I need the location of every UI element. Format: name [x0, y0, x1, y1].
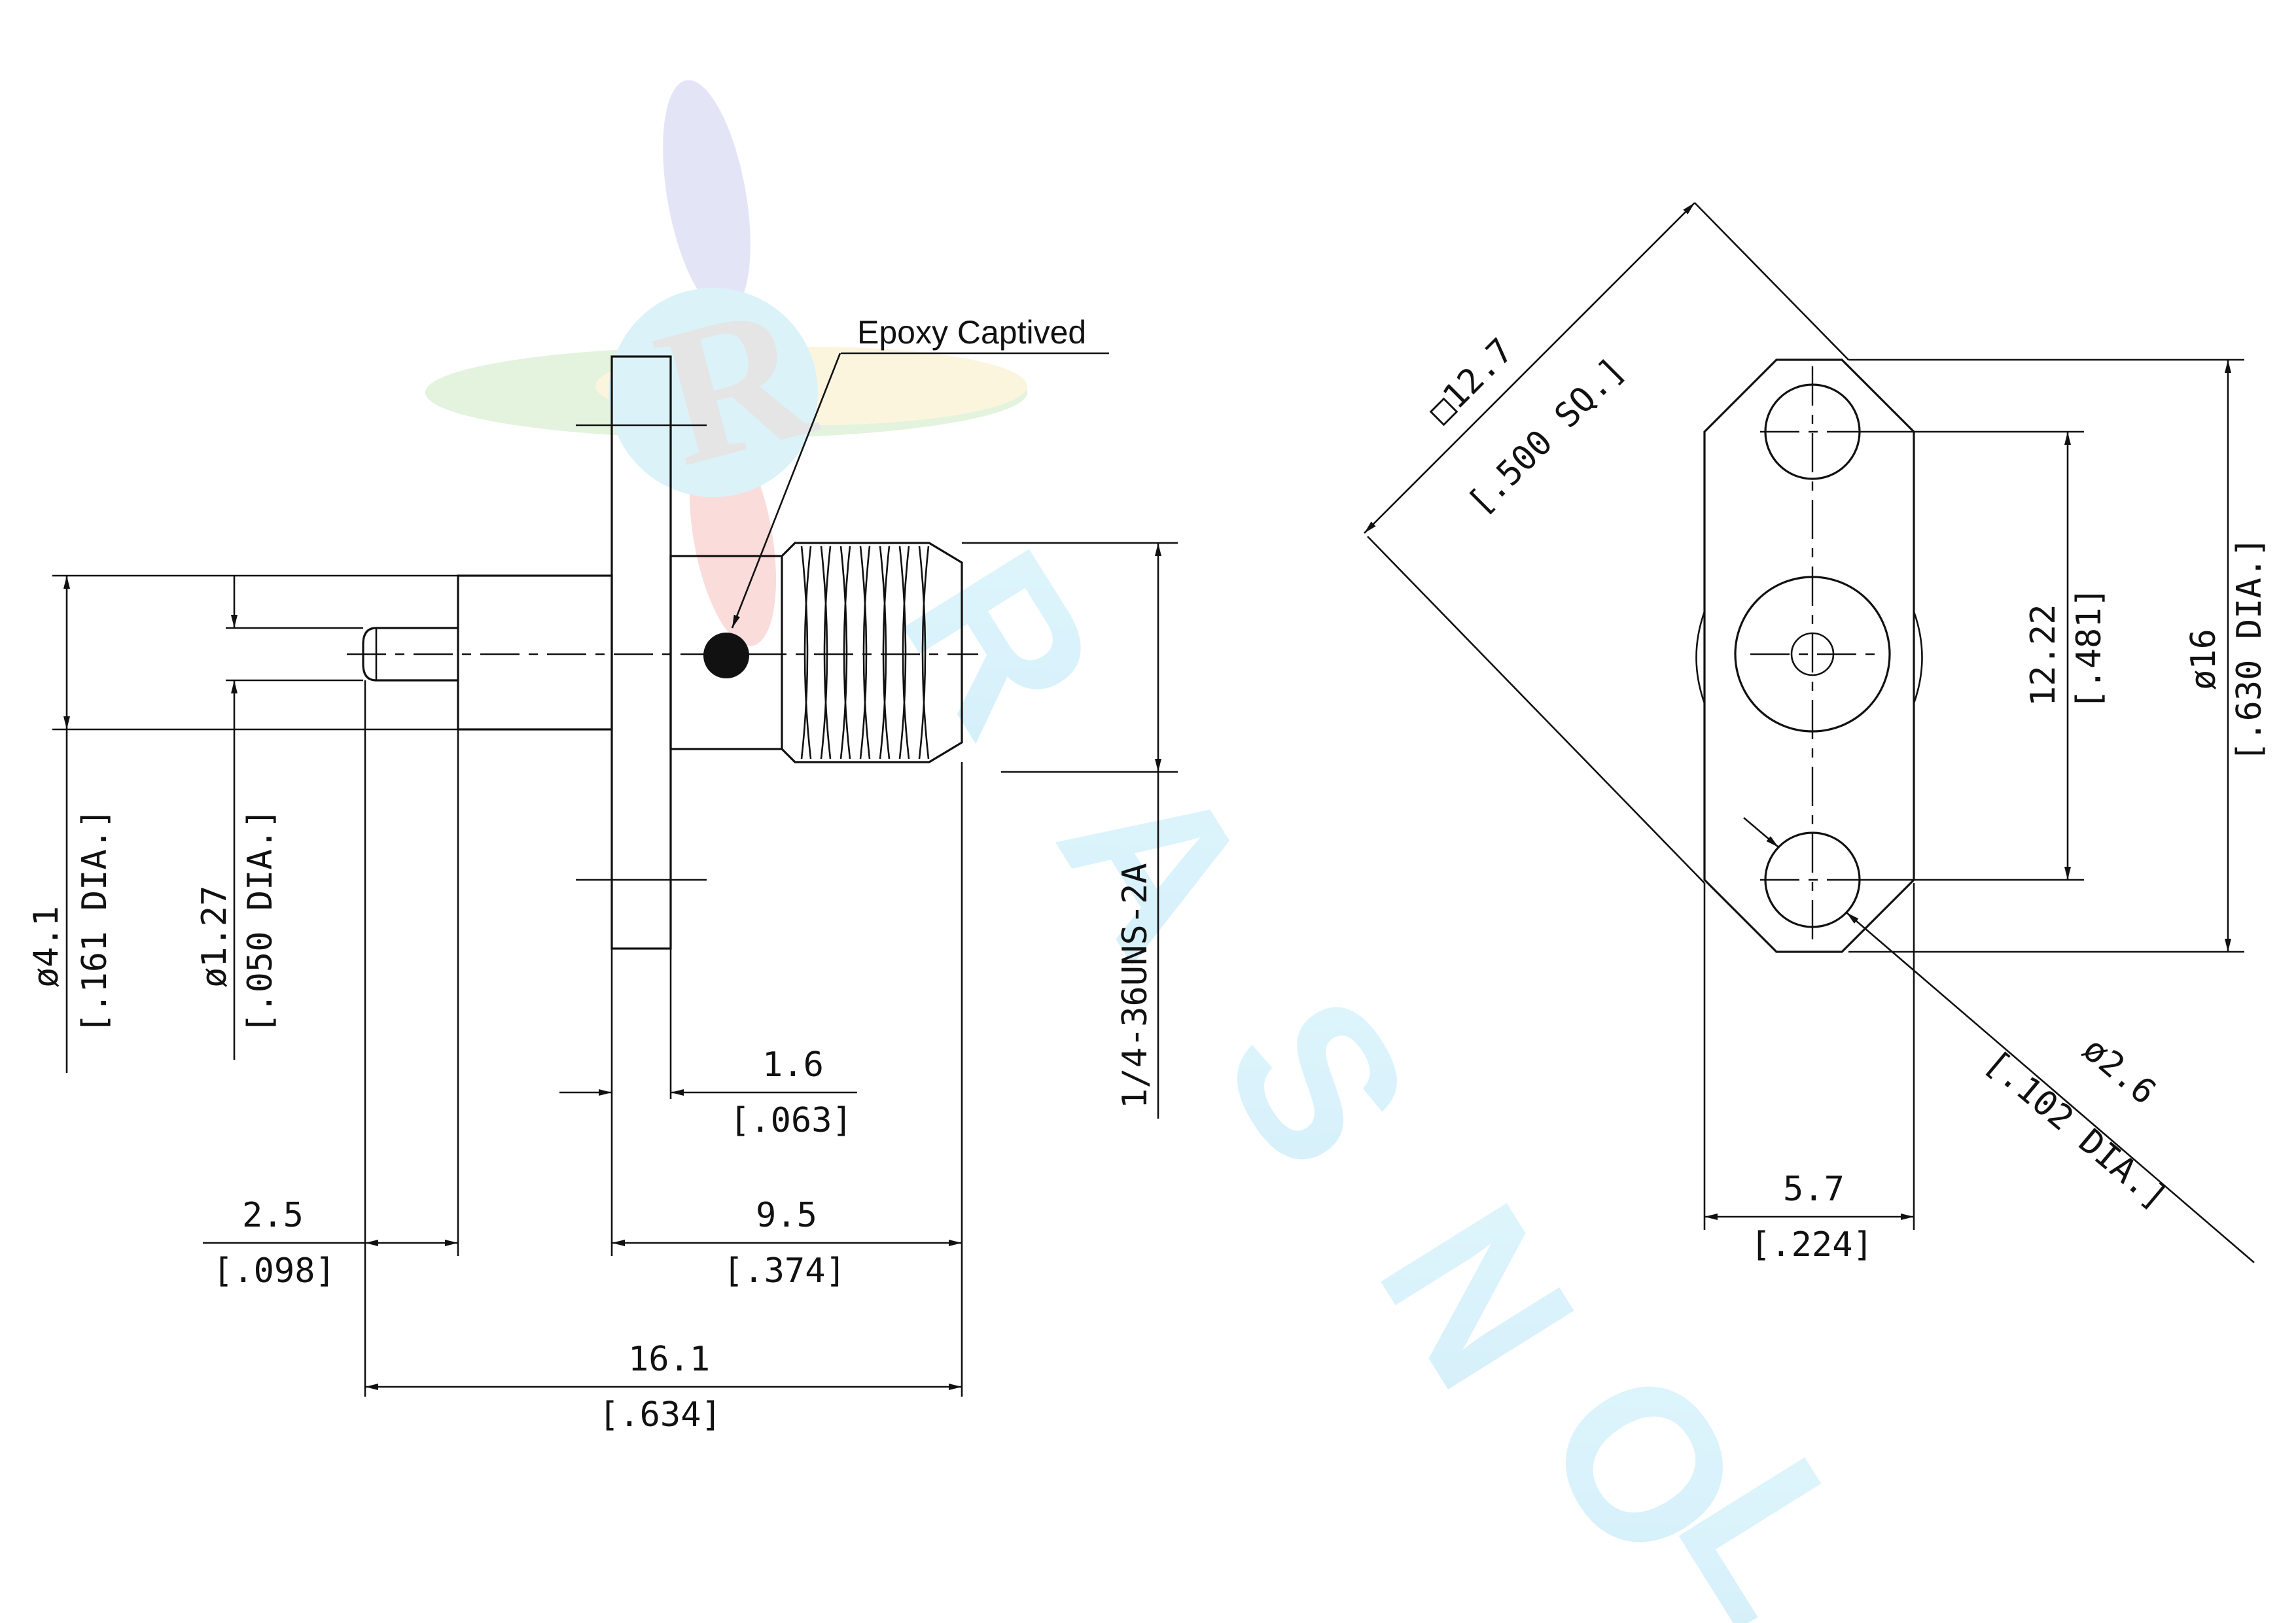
dim-pin-diameter-value: ø1.27: [195, 885, 234, 988]
epoxy-callout: Epoxy Captived: [731, 314, 1109, 629]
dim-outer-diameter-value: ø4.1: [27, 906, 66, 988]
epoxy-dot: [703, 633, 749, 678]
dim-flange-thickness: 1.6 [.063]: [559, 949, 857, 1256]
dim-hole-diameter-value: ø2.6: [2075, 1030, 2164, 1112]
dim-total-length: 16.1 [.634]: [365, 1340, 962, 1435]
thread-ridge: [898, 546, 910, 759]
dim-pin-length-inch: [.098]: [213, 1251, 336, 1291]
dim-outer-diameter: ø4.1 [.161 DIA.]: [27, 574, 458, 1073]
dim-flange-diameter: ø16 [.630 DIA.]: [1848, 358, 2269, 953]
dim-flange-diameter-inch: [.630 DIA.]: [2230, 537, 2269, 762]
front-view: □12.7 [.500 SQ.] [.481] 12.22 ø16 [.630 …: [1364, 202, 2269, 1265]
connector-thread: [781, 542, 963, 763]
watermark-emblem: R: [425, 80, 1027, 646]
dim-hole-spacing-inch: [.481]: [2070, 587, 2109, 710]
dim-total-length-value: 16.1: [628, 1340, 710, 1379]
dim-hole-spacing: [.481] 12.22: [1865, 430, 2109, 881]
thread-ridge: [879, 546, 891, 759]
thread-ridge: [918, 546, 930, 759]
thread-ridge: [839, 546, 851, 759]
dim-flange-thickness-inch: [.063]: [730, 1101, 853, 1140]
dim-flange-width: 5.7 [.224]: [1703, 883, 1915, 1265]
dim-thread-length: 9.5 [.374]: [612, 762, 963, 1397]
dim-thread-length-inch: [.374]: [723, 1251, 846, 1291]
dim-thread-length-value: 9.5: [756, 1196, 817, 1235]
dim-pin-diameter-inch: [.050 DIA.]: [241, 809, 280, 1034]
dim-pin-diameter: ø1.27 [.050 DIA.]: [195, 576, 363, 1060]
dim-flange-thickness-value: 1.6: [762, 1045, 824, 1085]
thread-ridge: [859, 546, 871, 759]
dim-square: □12.7 [.500 SQ.]: [1364, 202, 1849, 884]
dim-flange-diameter-value: ø16: [2184, 629, 2223, 690]
dim-hole-spacing-value: 12.22: [2024, 604, 2063, 707]
dim-pin-length: 2.5 [.098]: [203, 680, 459, 1397]
thread-ridge: [820, 546, 832, 759]
dim-thread-spec: 1/4-36UNS-2A: [962, 542, 1178, 1119]
side-view: Epoxy Captived ø4.1 [.161 DIA.] ø1.27 [.…: [27, 314, 1178, 1435]
epoxy-callout-text: Epoxy Captived: [857, 314, 1086, 351]
dim-flange-width-inch: [.224]: [1750, 1225, 1873, 1265]
watermark-letter: S: [1177, 956, 1458, 1206]
watermark-letter: N: [1334, 1166, 1621, 1426]
watermark: R R A S N O L: [425, 80, 1907, 1623]
dim-total-length-inch: [.634]: [599, 1395, 722, 1435]
dim-pin-length-value: 2.5: [242, 1196, 304, 1235]
flange-outline: [1695, 358, 1923, 953]
dim-flange-width-value: 5.7: [1783, 1170, 1845, 1209]
dim-square-value: □12.7: [1421, 331, 1521, 431]
dim-thread-spec-value: 1/4-36UNS-2A: [1116, 863, 1155, 1109]
watermark-text: R A S N O L: [857, 512, 1907, 1623]
thread-ridge: [800, 546, 812, 759]
dim-outer-diameter-inch: [.161 DIA.]: [75, 809, 115, 1034]
